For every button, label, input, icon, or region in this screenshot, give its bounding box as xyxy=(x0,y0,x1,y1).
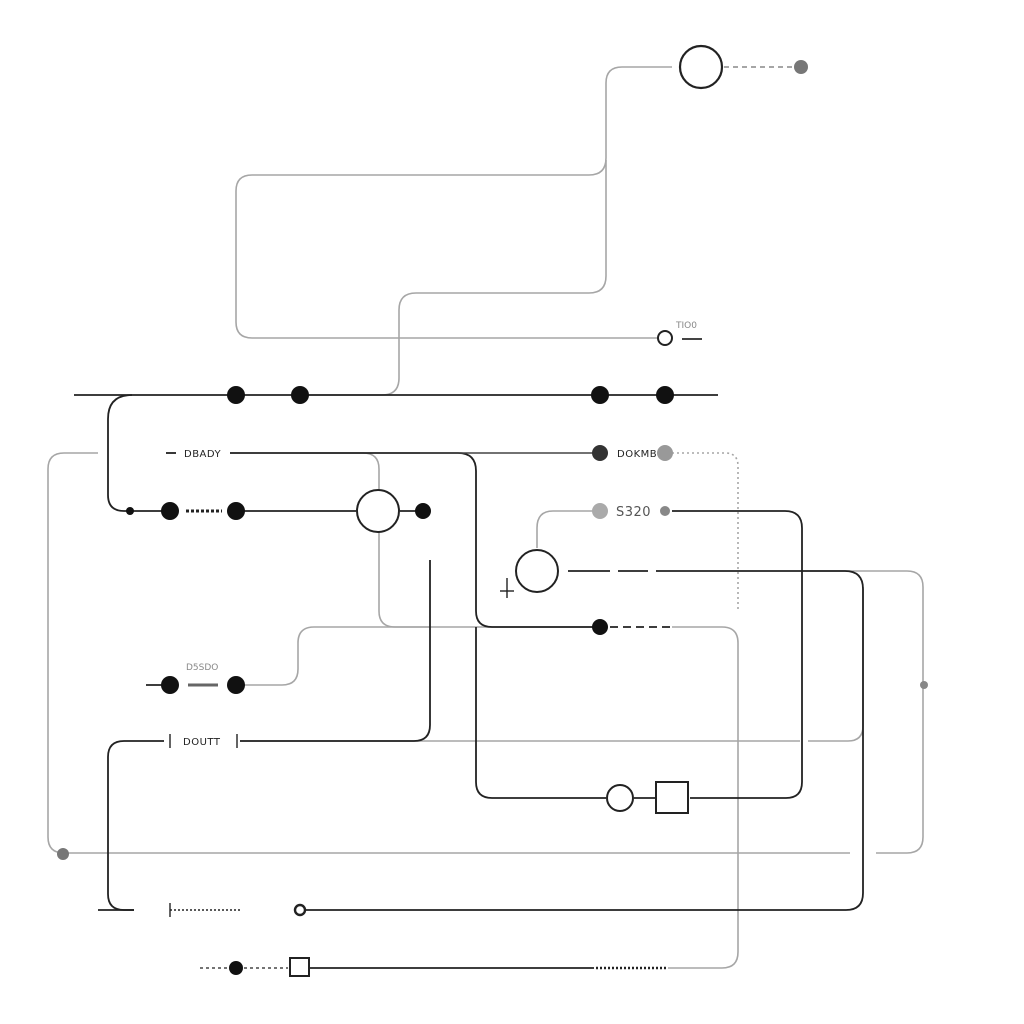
wire-left-drop xyxy=(107,394,133,512)
bottom-small-circle[interactable] xyxy=(293,903,307,917)
wire-bottom-right-loop xyxy=(810,570,924,854)
nodes xyxy=(57,44,928,977)
label-dokmb: DOKMB xyxy=(617,449,657,460)
mid-big-circle[interactable] xyxy=(515,549,559,593)
label-dbady: DBADY xyxy=(184,449,222,460)
label-dout: DOUTT xyxy=(183,737,221,748)
d5sdo-node-left[interactable] xyxy=(161,676,179,694)
label-top-right: TIO0 xyxy=(675,321,697,331)
s320-node-right[interactable] xyxy=(660,506,670,516)
label-s320: S320 xyxy=(616,505,651,520)
wire-dbady-dip xyxy=(300,452,600,628)
s320-node-left[interactable] xyxy=(592,503,608,519)
bottom-square[interactable] xyxy=(655,781,689,814)
wire-row-571 xyxy=(306,570,864,911)
bus-node-1[interactable] xyxy=(227,386,245,404)
wire-s320-loop xyxy=(672,510,803,799)
row511-node-3[interactable] xyxy=(415,503,431,519)
row511-node-1[interactable] xyxy=(161,502,179,520)
last-row-node[interactable] xyxy=(229,961,243,975)
tick-marks xyxy=(169,578,514,917)
last-row-square[interactable] xyxy=(289,957,310,977)
wire-inner-vert xyxy=(240,560,431,742)
label-d5sdo: D5SDO xyxy=(186,663,218,673)
top-grey-dot[interactable] xyxy=(794,60,808,74)
bus-node-3[interactable] xyxy=(591,386,609,404)
row511-node-2[interactable] xyxy=(227,502,245,520)
bottom-circle[interactable] xyxy=(606,784,634,812)
wire-dokmb-stub xyxy=(672,452,739,610)
wire-s320-hook xyxy=(536,510,594,548)
d5sdo-node-right[interactable] xyxy=(227,676,245,694)
light-wires xyxy=(47,66,924,969)
dokmb-node-left[interactable] xyxy=(592,445,608,461)
bus-node-4[interactable] xyxy=(656,386,674,404)
labels: TIO0 DBADY DOKMB S320 D5SDO DOUTT xyxy=(183,321,702,748)
dark-wires xyxy=(74,394,864,970)
bus-node-2[interactable] xyxy=(291,386,309,404)
dokmb-node-right[interactable] xyxy=(657,445,673,461)
wire-bottom-inner-loop xyxy=(475,627,606,799)
wire-s-bend xyxy=(300,160,607,396)
wire-top-loop xyxy=(235,66,672,339)
row511-big-circle[interactable] xyxy=(356,489,400,533)
row511-small-node[interactable] xyxy=(126,507,134,515)
top-big-circle[interactable] xyxy=(678,44,724,90)
wire-d5sdo-curve xyxy=(236,626,430,686)
top-right-small-circle[interactable] xyxy=(657,330,673,346)
left-grey-dot[interactable] xyxy=(57,848,69,860)
node-627[interactable] xyxy=(592,619,608,635)
wire-dbady-long xyxy=(240,452,596,628)
wire-dout-left xyxy=(107,740,164,911)
wire-dout-right xyxy=(808,587,864,742)
right-grey-dot[interactable] xyxy=(920,681,928,689)
